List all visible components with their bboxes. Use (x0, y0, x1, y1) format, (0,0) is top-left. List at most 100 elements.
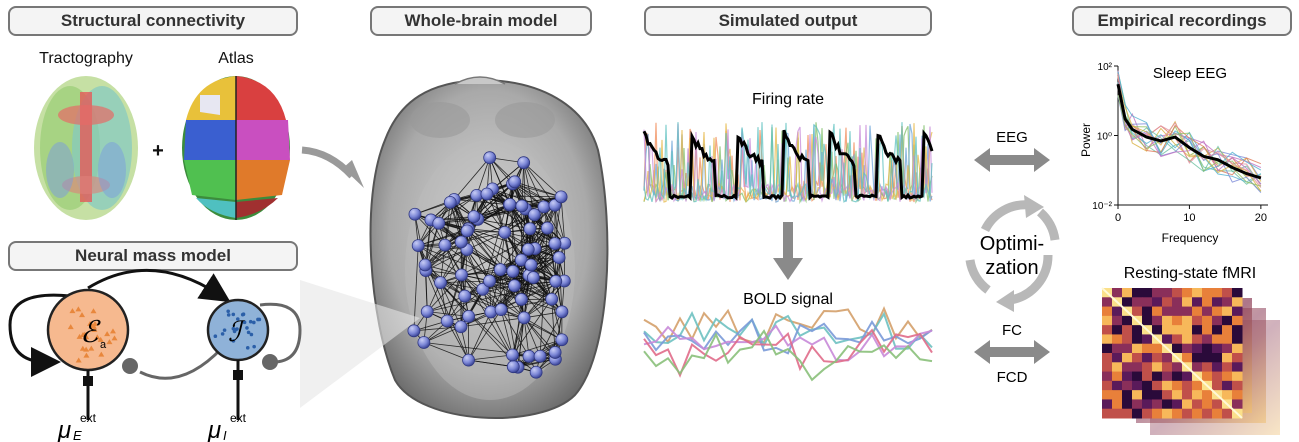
network-edge (554, 205, 566, 244)
fc-matrix-cell (1182, 297, 1193, 308)
resting-fmri-matrices (1101, 287, 1280, 435)
network-edge (512, 317, 525, 356)
bold-signal-traces (643, 306, 933, 382)
network-edge (509, 204, 536, 249)
eeg-arrow-label: EEG (996, 129, 1028, 146)
fc-matrix-cell (1112, 371, 1123, 382)
fc-matrix-cell (1152, 315, 1163, 326)
fc-matrix-cell (1152, 297, 1163, 308)
network-node (522, 349, 536, 363)
fc-matrix-cell (1142, 362, 1153, 373)
fc-matrix-cell (1222, 408, 1233, 419)
fc-matrix-cell (1152, 362, 1163, 373)
input-i-sup: ext (230, 411, 247, 425)
network-edge (477, 218, 531, 230)
network-node (555, 333, 569, 347)
fc-matrix-cell (1102, 343, 1113, 354)
network-edge (512, 183, 556, 206)
fc-matrix-cell (1212, 325, 1223, 335)
fc-matrix-cell (1152, 325, 1163, 335)
network-edge (489, 280, 525, 319)
inhibitory-neuron-dot (220, 332, 225, 336)
excitatory-neuron-dot (83, 346, 90, 352)
network-edge (523, 317, 530, 357)
inhibitory-neuron-dot (231, 339, 236, 343)
network-edge (461, 231, 505, 243)
network-edge (440, 241, 462, 283)
fc-matrix-cell (1192, 315, 1203, 326)
network-edge (490, 271, 514, 313)
network-edge (438, 195, 477, 224)
fc-matrix-cell (1202, 325, 1213, 335)
fc-matrix-cell (1172, 297, 1183, 308)
network-edge (444, 245, 466, 297)
network-edge (523, 281, 557, 319)
fc-matrix-cell (1152, 390, 1163, 400)
fc-matrix-cell (1112, 288, 1123, 298)
network-node (515, 199, 529, 213)
fc-matrix-cell (1172, 362, 1183, 373)
fc-matrix-cell (1192, 306, 1203, 317)
fc-matrix-cell (1182, 371, 1193, 382)
fc-matrix-cell (1222, 297, 1233, 308)
fc-matrix-cell (1122, 362, 1133, 373)
network-edge (512, 339, 562, 356)
fc-matrix-cell (1222, 288, 1233, 298)
network-node (467, 210, 481, 224)
fc-matrix-cell (1112, 399, 1123, 410)
fc-matrix-cell (1162, 390, 1173, 400)
network-node (462, 353, 475, 367)
network-node (420, 305, 434, 319)
inhibitory-neuron-dot (222, 328, 227, 332)
inhibitory-neuron-dot (235, 317, 240, 321)
network-node (455, 268, 468, 282)
inhibitory-neuron-dot (240, 312, 245, 317)
eeg-spectrum-line (1117, 75, 1262, 192)
network-edge (523, 317, 541, 357)
inhibitory-neuron-dot (246, 330, 251, 335)
network-edge (500, 309, 530, 357)
fc-matrix-cell (1172, 399, 1183, 410)
bold-region-trace (643, 311, 933, 350)
fc-matrix-cell (1162, 334, 1173, 345)
fc-matrix-cell (1192, 380, 1203, 391)
network-edge (512, 243, 556, 272)
excitatory-population-dots (67, 306, 118, 363)
fc-matrix-cell (1132, 334, 1143, 345)
neural-mass-model-header: Neural mass model (8, 241, 298, 271)
fc-matrix-cell (1162, 315, 1173, 326)
fc-matrix-cell (1132, 343, 1143, 354)
inhibitory-neuron-dot (252, 344, 256, 349)
network-edge (423, 342, 541, 357)
fc-matrix-cell (1232, 315, 1243, 326)
eeg-mean-spectrum (1116, 83, 1262, 180)
network-node (417, 336, 431, 349)
network-node (458, 289, 472, 303)
fc-matrix-cell (1192, 353, 1203, 363)
fc-matrix-cell (1122, 288, 1133, 298)
fc-matrix-cell (1142, 399, 1153, 410)
fc-matrix-cell (1232, 334, 1243, 345)
fc-matrix-cell (1222, 325, 1233, 335)
fc-matrix-cell (1202, 371, 1213, 382)
fc-matrix-cell (1112, 325, 1123, 335)
excitatory-neuron-dot (69, 308, 76, 314)
fc-matrix-cell (1202, 334, 1213, 345)
fc-matrix-cell (1162, 306, 1173, 317)
fc-matrix-cell (1182, 334, 1193, 345)
inhibitory-neuron-dot (231, 326, 236, 331)
network-node (529, 365, 543, 379)
network-node (517, 156, 531, 170)
network-node (438, 238, 452, 252)
fc-matrix-cell (1182, 353, 1193, 363)
inhibitory-neuron-dot (232, 329, 237, 334)
fc-matrix-cell (1152, 399, 1163, 410)
fc-matrix-cell (1192, 362, 1203, 373)
fc-matrix-cell (1122, 371, 1133, 382)
excitatory-neuron-dot (79, 345, 86, 351)
fc-matrix-cell (1142, 371, 1153, 382)
excitatory-neuron-dot (83, 352, 90, 358)
network-edge (560, 196, 566, 244)
bold-region-trace (643, 317, 933, 355)
fc-matrix-cell (1232, 353, 1243, 363)
